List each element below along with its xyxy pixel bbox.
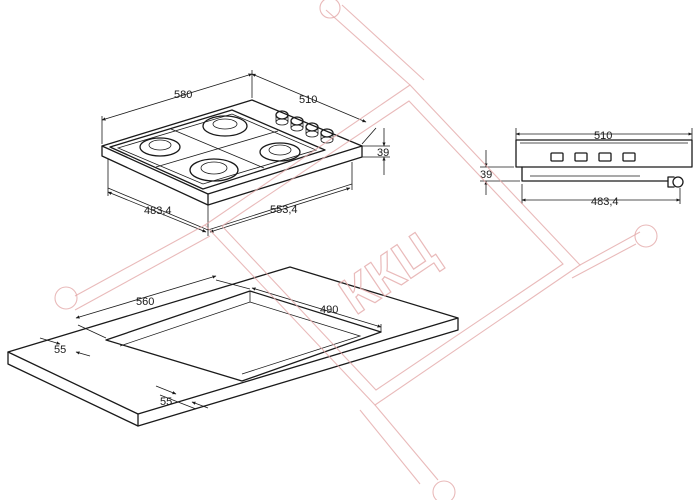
- hob-width-label: 580: [174, 89, 192, 101]
- burner-back-right: [202, 115, 248, 137]
- side-view-top: [515, 139, 693, 168]
- hob-cut-depth-label: 483,4: [144, 205, 172, 217]
- side-depth-label: 510: [594, 130, 612, 142]
- front-margin-label: 55: [160, 396, 172, 408]
- control-knobs: [275, 110, 334, 144]
- hob-depth-label: 510: [299, 94, 317, 106]
- hob-isometric: [101, 70, 390, 236]
- worktop-thickness: [7, 317, 459, 427]
- burner-back-left: [139, 137, 181, 157]
- watermark-stamp: ККЦ: [54, 0, 658, 500]
- gas-connector: [672, 176, 684, 188]
- cutout-depth-label: 490: [320, 304, 338, 316]
- hob-cut-width-label: 553,4: [270, 204, 298, 216]
- cutout-width-label: 560: [136, 296, 154, 308]
- burner-front-left: [189, 158, 239, 182]
- side-cut-depth-label: 483,4: [591, 196, 619, 208]
- burner-front-right: [259, 142, 301, 162]
- hob-side-view: [480, 128, 693, 204]
- side-height-label: 39: [480, 169, 492, 181]
- hob-height-label: 39: [377, 147, 389, 159]
- worktop: [7, 266, 459, 427]
- watermark-text: ККЦ: [330, 221, 447, 326]
- hob-grate: [109, 109, 326, 190]
- hob-lower-body: [107, 159, 353, 231]
- side-margin-label: 55: [54, 344, 66, 356]
